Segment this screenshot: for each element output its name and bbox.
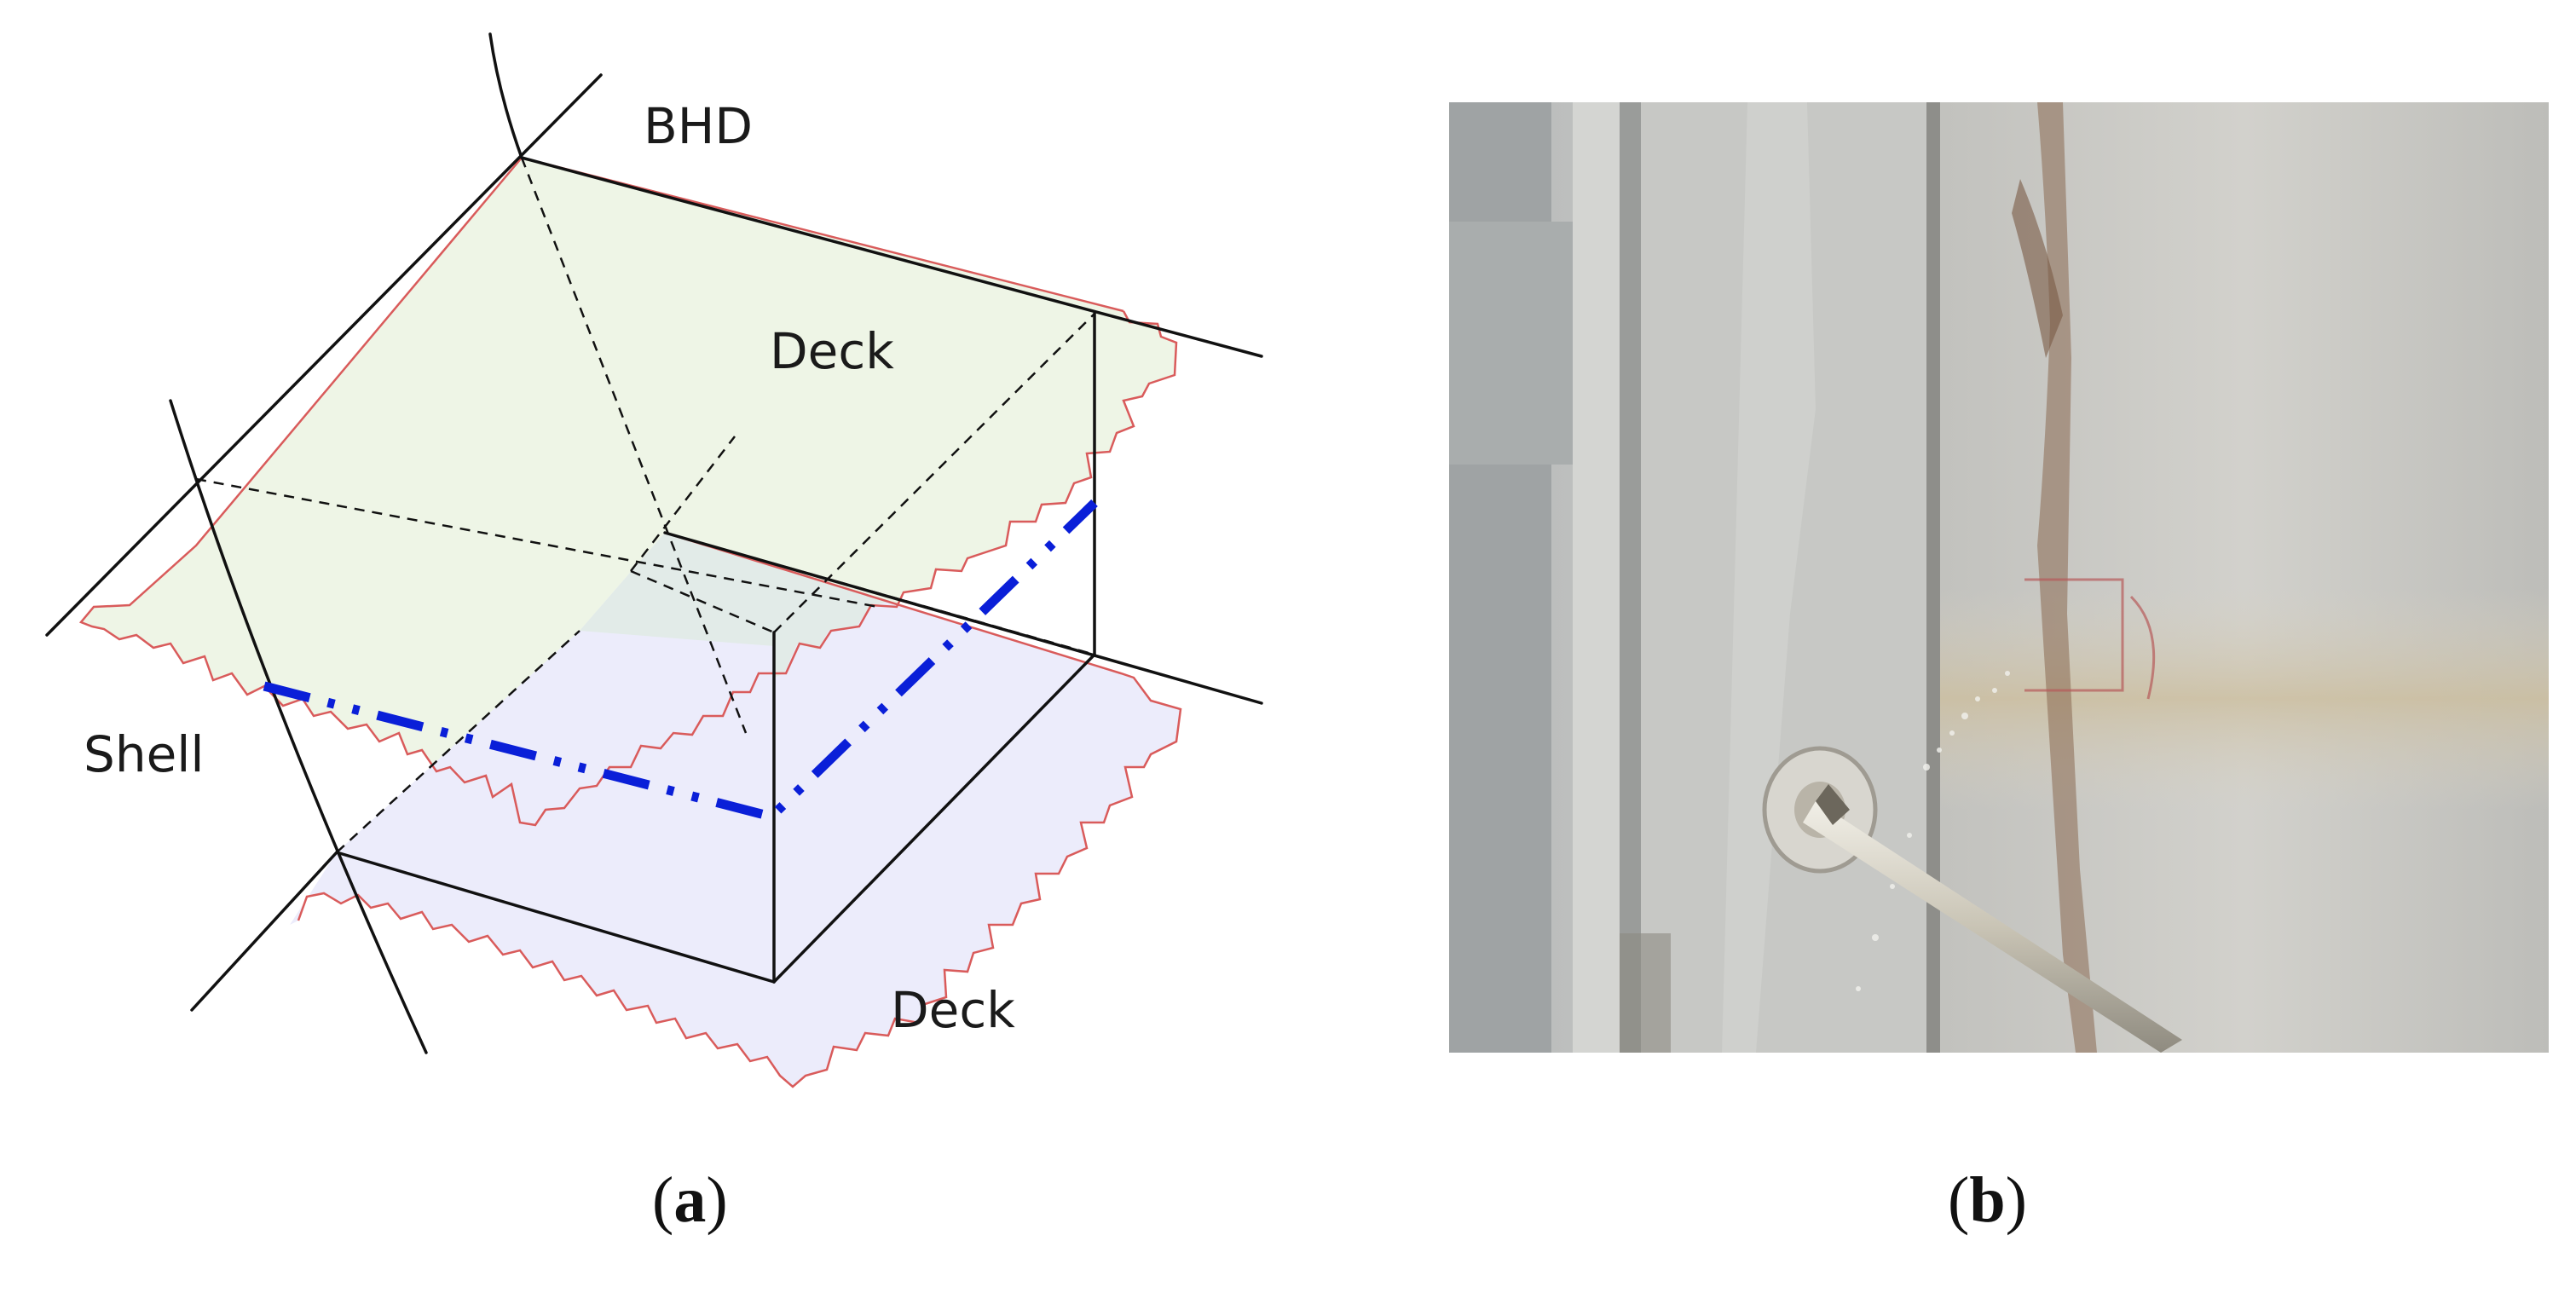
caption-b: (b): [1948, 1163, 2027, 1238]
caption-a-letter: a: [673, 1164, 707, 1236]
vertical-flange-shadow: [1620, 102, 1641, 1053]
box-bottom-left: [335, 851, 776, 984]
bhd-top-edge: [520, 156, 1263, 358]
caption-a: (a): [652, 1163, 728, 1238]
light-reflection: [1722, 102, 1816, 1053]
upper-deck-diagonal-edge: [45, 73, 603, 637]
pipe-end: [1816, 784, 1850, 825]
tank-corner-photo: [1449, 102, 2549, 1053]
shell-curve: [169, 399, 428, 1054]
hidden-line-1: [520, 157, 748, 734]
chalk-box: [2024, 578, 2124, 692]
caption-b-letter: b: [1969, 1164, 2006, 1236]
rust-band: [1940, 588, 2549, 810]
corner-seam: [1926, 102, 1940, 1053]
hidden-line-7: [630, 569, 775, 634]
caption-b-close: ): [2005, 1164, 2027, 1236]
upper-deck-cut-edge: [78, 156, 1178, 827]
diagram-panel-a: BHD Deck Shell Deck: [0, 0, 1330, 1108]
corner-diagram: BHD Deck Shell Deck: [45, 32, 1263, 1088]
hidden-line-6: [336, 630, 580, 853]
lower-deck-label: Deck: [891, 981, 1015, 1039]
upper-deck-plate: [81, 158, 1176, 825]
rust-stain-top: [2012, 179, 2063, 358]
shell-label: Shell: [84, 725, 205, 783]
caption-b-open: (: [1948, 1164, 1970, 1236]
chalk-mark: [2129, 595, 2156, 700]
bottom-bracket: [1620, 933, 1671, 1053]
upper-deck-label: Deck: [770, 322, 894, 380]
caption-a-open: (: [652, 1164, 674, 1236]
hidden-lines: [195, 157, 1095, 853]
vertical-flange-highlight: [1573, 102, 1620, 1053]
weld-line: [263, 499, 1098, 823]
hidden-line-2: [195, 477, 879, 609]
lower-deck-diagonal-edge: [190, 851, 338, 1012]
shell-curve-upper: [488, 32, 523, 159]
box-bottom-right: [772, 653, 1096, 984]
pipe: [1803, 801, 2182, 1053]
photo-panel-b: [1449, 102, 2549, 1053]
hidden-line-5: [664, 531, 1095, 656]
overlap-region-box: [580, 533, 891, 678]
lower-deck-cut-edge: [297, 531, 1182, 1088]
water-spray: [1856, 671, 2010, 991]
bhd-label: BHD: [644, 97, 753, 155]
caption-a-close: ): [706, 1164, 728, 1236]
structure-lines: [45, 32, 1263, 1054]
